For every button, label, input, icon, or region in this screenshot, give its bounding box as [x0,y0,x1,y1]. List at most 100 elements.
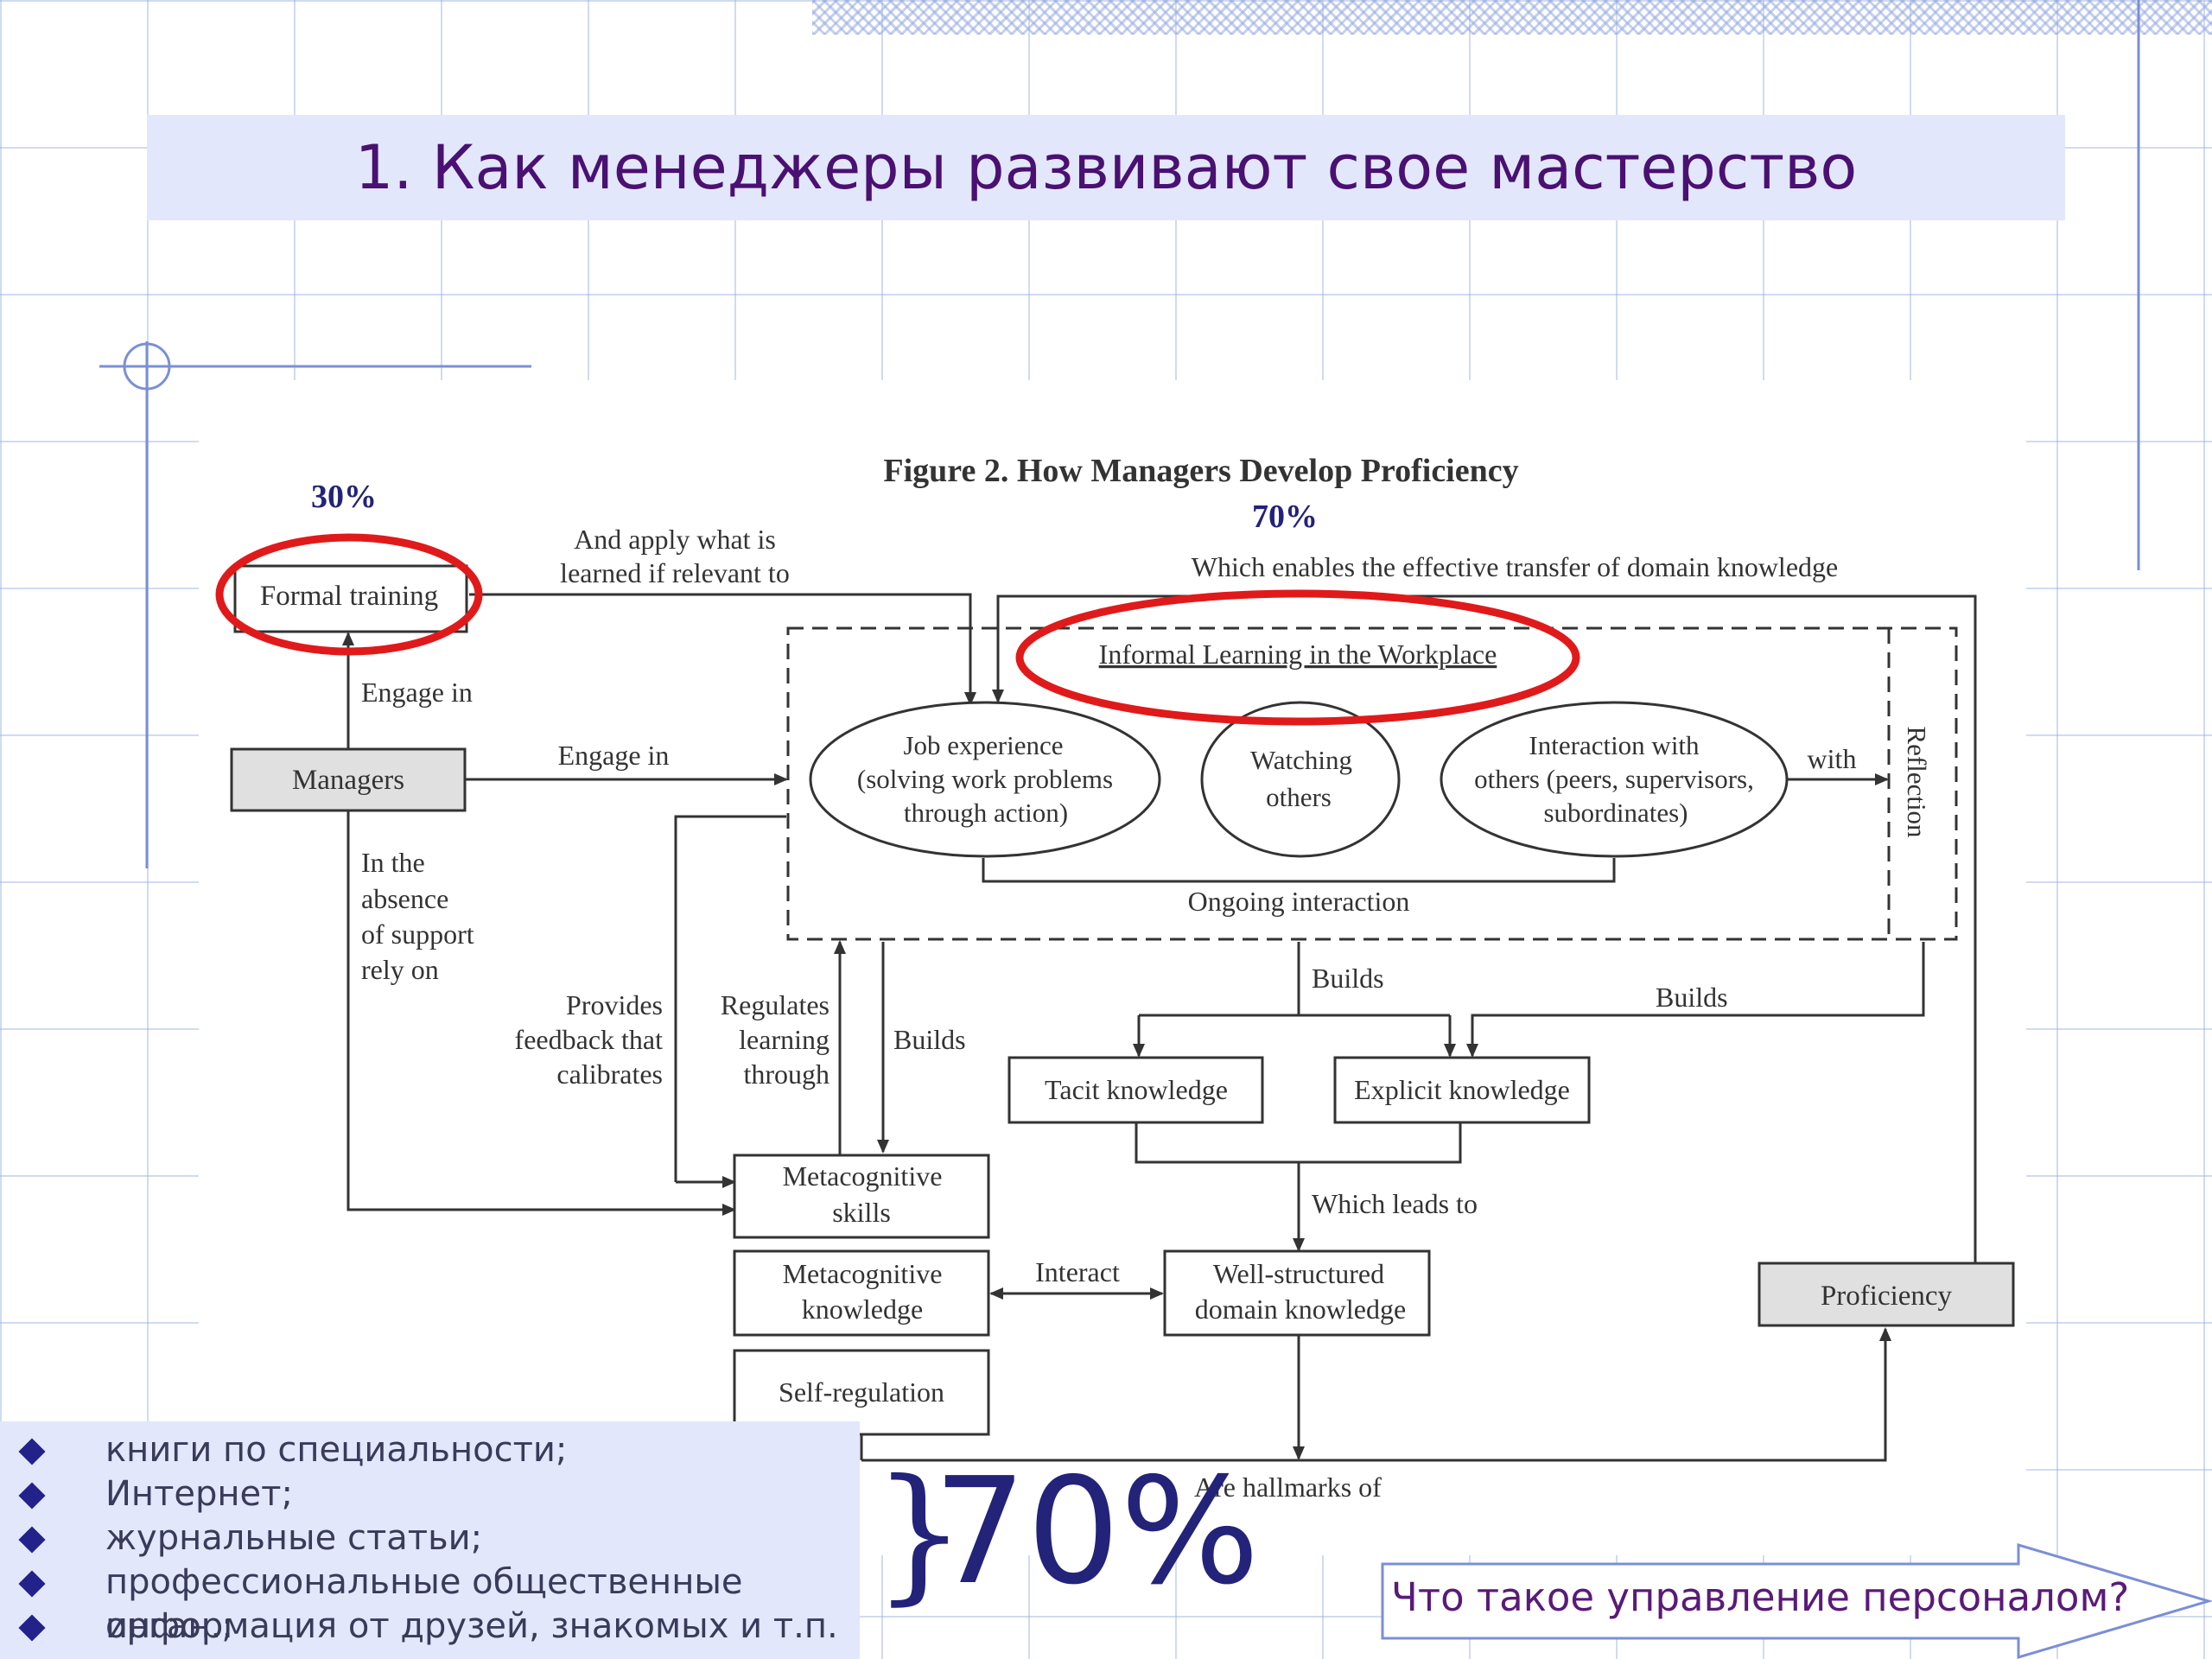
edge-feedback-calibrates [674,815,786,1182]
label-regulates-3: through [743,1058,830,1090]
next-slide-button[interactable]: Что такое управление персоналом? [1381,1543,2212,1659]
job-exp-line-1: Job experience [903,730,1063,760]
edge-leads-to [1135,1123,1462,1250]
diamond-bullet-icon [18,1482,46,1510]
label-with: with [1808,743,1857,774]
interaction-node [1440,701,1789,858]
sources-list: книги по специальности; Интернет; журнал… [0,1421,860,1649]
watching-others-node [1200,701,1401,858]
informal-learning-container [786,626,1958,941]
interaction-line-3: subordinates) [1543,798,1688,828]
label-builds-center: Builds [1312,963,1384,994]
job-experience-node [809,701,1161,858]
label-hallmarks: Are hallmarks of [1194,1471,1382,1503]
managers-label: Managers [292,765,404,796]
self-regulation-node [733,1349,990,1436]
decorative-band [812,0,2212,35]
label-feedback-1: Provides [566,989,663,1020]
source-item-text: Интернет; [105,1474,293,1514]
meta-skills-line-2: skills [832,1197,891,1228]
wsdk-line-1: Well-structured [1213,1258,1384,1289]
label-engage-right: Engage in [558,740,670,771]
edge-ongoing-interaction [982,858,1616,883]
label-apply-2: learned if relevant to [560,557,790,588]
formal-training-node [233,564,468,633]
diamond-bullet-icon [18,1570,46,1598]
source-item: информация от друзей, знакомых и т.п. [0,1605,860,1649]
diamond-bullet-icon [18,1614,46,1642]
label-ongoing: Ongoing interaction [1188,886,1410,917]
reflection-label: Reflection [1902,726,1932,838]
edge-builds-right [1466,942,1925,1058]
label-interact: Interact [1035,1256,1120,1287]
metacognitive-knowledge-node [733,1249,990,1337]
label-leads-to: Which leads to [1312,1188,1478,1219]
watching-line-1: Watching [1250,745,1352,775]
interaction-line-1: Interaction with [1529,730,1700,760]
arrow-right-icon [1381,1543,2212,1659]
edge-hallmarks-proficiency [861,1327,1891,1462]
label-engage-up: Engage in [361,677,473,708]
edge-enables-transfer [992,594,1977,1263]
diamond-bullet-icon [18,1438,46,1465]
watching-line-2: others [1266,782,1332,812]
formal-training-label: Formal training [260,581,438,612]
crosshair-icon [123,342,171,391]
next-slide-label[interactable]: Что такое управление персоналом? [1391,1574,2130,1620]
label-absence-4: rely on [361,954,439,985]
edge-formal-to-job [469,593,976,706]
title-banner: 1. Как менеджеры развивают свое мастерст… [147,115,2065,220]
source-item-text: книги по специальности; [105,1430,568,1470]
source-item: книги по специальности; [0,1428,860,1472]
percent-formal: 30% [311,479,377,515]
sources-brace: } [873,1448,967,1619]
sources-percent: 70% [933,1446,1260,1618]
edge-builds-center [1139,942,1450,1017]
label-builds-right: Builds [1656,982,1728,1013]
diamond-bullet-icon [18,1526,46,1554]
source-item: профессиональные общественные орган.; [0,1560,860,1646]
meta-know-line-1: Metacognitive [783,1258,943,1289]
job-exp-line-3: through action) [904,798,1068,828]
informal-learning-highlight [1015,589,1580,726]
label-regulates-1: Regulates [721,989,830,1020]
sources-panel: книги по специальности; Интернет; журнал… [0,1421,860,1659]
tacit-knowledge-node [1007,1056,1264,1124]
interaction-line-2: others (peers, supervisors, [1474,764,1754,794]
meta-skills-line-1: Metacognitive [783,1160,943,1192]
well-structured-knowledge-node [1163,1249,1431,1337]
source-item: Интернет; [0,1472,860,1516]
source-item-text: журнальные статьи; [105,1518,483,1558]
source-item-text: профессиональные общественные орган.; [105,1562,743,1646]
managers-node [230,747,467,812]
figure-panel: Figure 2. How Managers Develop Proficien… [199,380,2026,1555]
label-absence-1: In the [361,847,425,878]
self-regulation-label: Self-regulation [779,1376,944,1408]
source-item: журнальные статьи; [0,1516,860,1560]
tacit-knowledge-label: Tacit knowledge [1045,1074,1228,1105]
explicit-knowledge-node [1333,1056,1591,1124]
label-enables: Which enables the effective transfer of … [1192,551,1838,582]
edge-absence-support [346,810,736,1216]
label-feedback-2: feedback that [515,1024,664,1055]
source-item-text: информация от друзей, знакомых и т.п. [105,1606,838,1646]
informal-learning-label: Informal Learning in the Workplace [1099,639,1497,670]
explicit-knowledge-label: Explicit knowledge [1354,1074,1570,1105]
metacognitive-skills-node [733,1154,990,1239]
slide-title: 1. Как менеджеры развивают свое мастерст… [354,132,1858,203]
proficiency-diagram: Figure 2. How Managers Develop Proficien… [215,453,2015,1503]
proficiency-label: Proficiency [1821,1281,1953,1312]
label-builds-meta: Builds [893,1024,966,1055]
label-feedback-3: calibrates [556,1058,663,1090]
formal-training-highlight [215,533,483,656]
job-exp-line-2: (solving work problems [857,764,1113,794]
proficiency-node [1758,1262,2015,1327]
meta-know-line-2: knowledge [802,1294,923,1325]
label-apply-1: And apply what is [574,524,776,555]
label-absence-2: absence [361,883,448,914]
label-absence-3: of support [361,918,474,950]
figure-title: Figure 2. How Managers Develop Proficien… [883,453,1518,489]
label-regulates-2: learning [739,1024,830,1055]
percent-informal: 70% [1252,499,1318,535]
